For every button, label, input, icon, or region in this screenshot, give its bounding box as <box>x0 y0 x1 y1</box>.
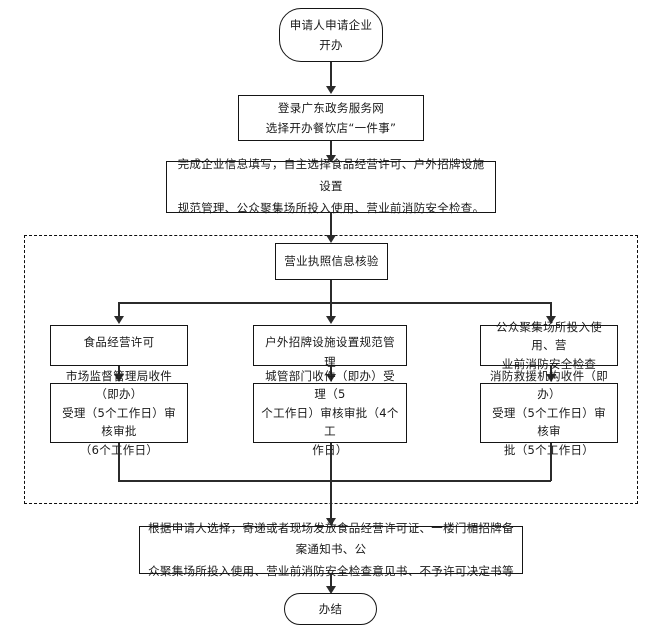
connector-start-to-login <box>330 62 332 88</box>
node-start-label: 申请人申请企业 开办 <box>289 17 373 52</box>
arrow-start-to-login <box>326 86 336 94</box>
connector-login-to-fillinfo <box>330 141 332 158</box>
connector-bus-to-fire <box>550 302 552 318</box>
node-branch-food-license[interactable]: 食品经营许可 <box>50 325 188 366</box>
arrow-bus-to-sign <box>326 316 336 324</box>
connector-merge-bus <box>118 480 551 482</box>
connector-bus-to-sign <box>330 302 332 318</box>
node-fill-info-label: 完成企业信息填写，自主选择食品经营许可、户外招牌设施设置 规范管理、公众聚集场所… <box>177 157 485 215</box>
connector-sign-to-dept <box>330 366 332 376</box>
node-dept-fire-rescue[interactable]: 消防救援机构收件（即办） 受理（5个工作日）审核审 批（5个工作日） <box>480 369 618 457</box>
node-branch-fire-safety-label: 公众聚集场所投入使用、营 业前消防安全检查 <box>495 319 603 371</box>
connector-split-bus <box>118 302 551 304</box>
node-dept-urban-management[interactable]: 城管部门收件（即办）受理（5 个工作日）审核审批（4个工 作日） <box>253 369 407 457</box>
connector-fillinfo-to-verify <box>330 213 332 237</box>
node-fill-info[interactable]: 完成企业信息填写，自主选择食品经营许可、户外招牌设施设置 规范管理、公众聚集场所… <box>166 157 496 215</box>
node-dept-fire-rescue-label: 消防救援机构收件（即办） 受理（5个工作日）审核审 批（5个工作日） <box>490 369 608 457</box>
arrow-bus-to-food <box>114 316 124 324</box>
node-login-label: 登录广东政务服务网 选择开办餐饮店“一件事” <box>265 100 397 135</box>
node-end[interactable]: 办结 <box>284 593 377 625</box>
node-license-verify[interactable]: 营业执照信息核验 <box>275 243 388 280</box>
arrow-fire-to-dept <box>546 374 556 382</box>
connector-verify-down <box>330 280 332 303</box>
connector-deptfire-down <box>550 443 552 481</box>
connector-merge-to-deliver <box>330 480 332 520</box>
node-dept-market-supervision[interactable]: 市场监督管理局收件（即办） 受理（5个工作日）审核审批 （6个工作日） <box>50 369 188 457</box>
arrow-food-to-dept <box>114 374 124 382</box>
node-dept-urban-management-label: 城管部门收件（即办）受理（5 个工作日）审核审批（4个工 作日） <box>261 369 399 457</box>
connector-deptfood-down <box>118 443 120 481</box>
node-end-label: 办结 <box>318 601 343 616</box>
arrow-fillinfo-to-verify <box>326 235 336 243</box>
connector-food-to-dept <box>118 366 120 376</box>
connector-bus-to-food <box>118 302 120 318</box>
node-license-verify-label: 营业执照信息核验 <box>284 254 379 269</box>
node-branch-outdoor-sign-label: 户外招牌设施设置规范管理 <box>265 335 395 370</box>
node-login[interactable]: 登录广东政务服务网 选择开办餐饮店“一件事” <box>238 95 424 141</box>
node-start[interactable]: 申请人申请企业 开办 <box>279 8 383 62</box>
connector-fire-to-dept <box>550 366 552 376</box>
arrow-sign-to-dept <box>326 374 336 382</box>
connector-deliver-to-end <box>330 574 332 588</box>
node-deliver-results[interactable]: 根据申请人选择，寄递或者现场发放食品经营许可证、一楼门楣招牌备案通知书、公 众聚… <box>139 521 523 578</box>
connector-deptsign-down <box>330 443 332 481</box>
arrow-deliver-to-end <box>326 586 336 594</box>
node-branch-outdoor-sign[interactable]: 户外招牌设施设置规范管理 <box>253 325 407 369</box>
node-dept-market-supervision-label: 市场监督管理局收件（即办） 受理（5个工作日）审核审批 （6个工作日） <box>62 369 176 457</box>
arrow-merge-to-deliver <box>326 518 336 526</box>
node-branch-fire-safety[interactable]: 公众聚集场所投入使用、营 业前消防安全检查 <box>480 320 618 371</box>
arrow-login-to-fillinfo <box>326 155 336 163</box>
node-deliver-results-label: 根据申请人选择，寄递或者现场发放食品经营许可证、一楼门楣招牌备案通知书、公 众聚… <box>148 521 514 578</box>
arrow-bus-to-fire <box>546 316 556 324</box>
node-branch-food-license-label: 食品经营许可 <box>83 335 155 349</box>
